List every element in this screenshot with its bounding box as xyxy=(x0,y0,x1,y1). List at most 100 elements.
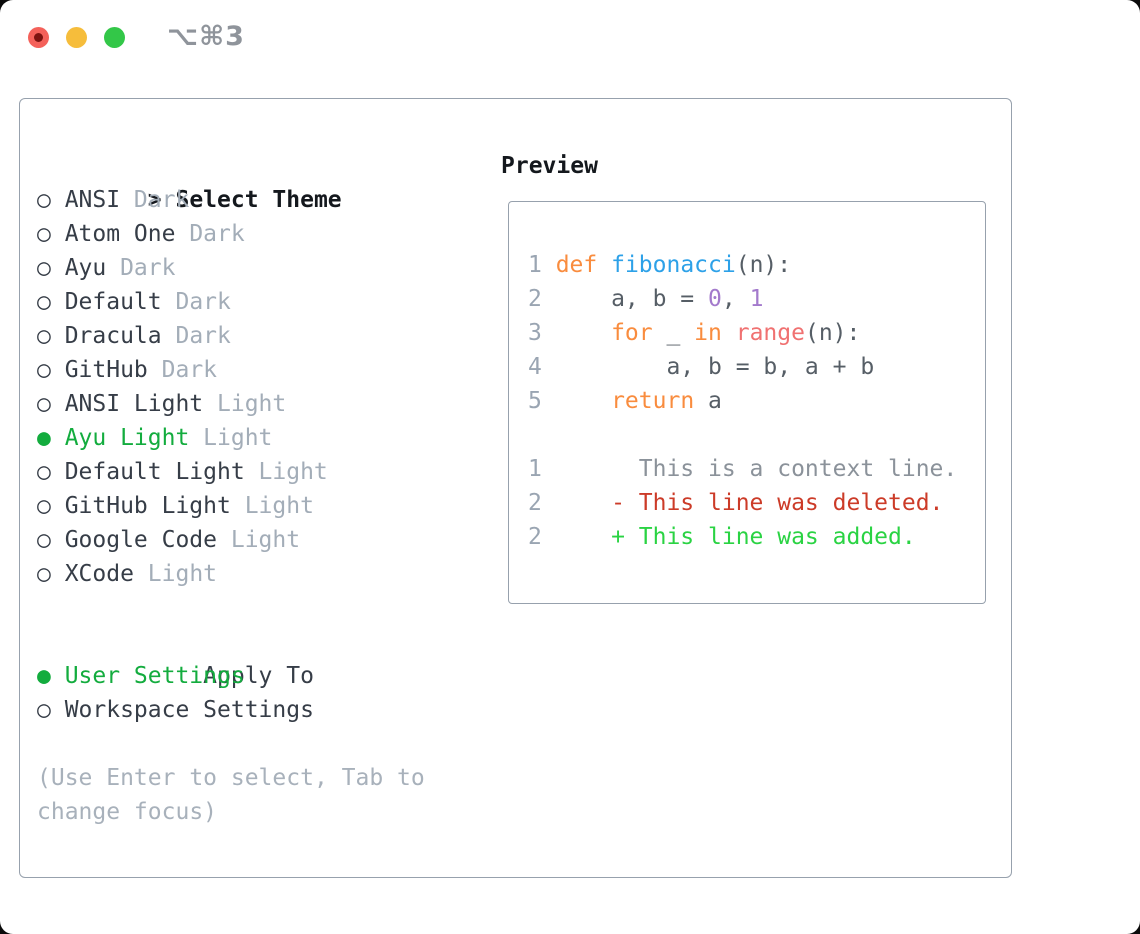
code-token-fg xyxy=(556,388,611,414)
theme-variant-badge: Light xyxy=(203,425,273,451)
line-number: 2 xyxy=(528,524,542,550)
radio-selected-icon: ● xyxy=(37,663,51,689)
code-token-function: fibonacci xyxy=(611,252,736,278)
line-number: 2 xyxy=(528,286,542,312)
theme-name: GitHub Light xyxy=(64,493,231,519)
theme-option[interactable]: ● Ayu Light Light xyxy=(37,421,425,455)
theme-name: Ayu Light xyxy=(64,425,190,451)
diff-line-added: 2 + This line was added. xyxy=(528,520,957,554)
radio-unselected-icon: ○ xyxy=(37,527,51,553)
radio-unselected-icon: ○ xyxy=(37,221,51,247)
close-button[interactable] xyxy=(28,27,49,48)
radio-unselected-icon: ○ xyxy=(37,459,51,485)
theme-variant-badge: Light xyxy=(258,459,328,485)
line-number: 4 xyxy=(528,354,542,380)
theme-option[interactable]: ○ Default Light Light xyxy=(37,455,425,489)
radio-unselected-icon: ○ xyxy=(37,187,51,213)
minimize-button[interactable] xyxy=(66,27,87,48)
theme-variant-badge: Dark xyxy=(133,187,190,213)
apply-to-header: Apply To xyxy=(37,625,425,689)
code-token-fg: (n): xyxy=(804,320,861,346)
line-number: 1 xyxy=(528,252,542,278)
radio-unselected-icon: ○ xyxy=(37,493,51,519)
theme-variant-badge: Light xyxy=(230,527,301,553)
theme-option[interactable]: ○ GitHub Dark xyxy=(37,353,425,387)
theme-variant-badge: Dark xyxy=(175,323,231,349)
theme-variant-badge: Light xyxy=(217,391,287,417)
code-token-keyword: return xyxy=(611,388,695,414)
theme-variant-badge: Light xyxy=(244,493,314,519)
theme-name: Default xyxy=(64,289,162,315)
theme-name: Atom One xyxy=(64,221,176,247)
keyboard-hint: (Use Enter to select, Tab to change focus… xyxy=(37,761,425,829)
theme-option[interactable]: ○ GitHub Light Light xyxy=(37,489,425,523)
code-token-fg: (n): xyxy=(735,252,792,278)
code-token-fg xyxy=(597,252,611,278)
apply-to-option[interactable]: ○Workspace Settings xyxy=(37,693,425,727)
code-token-fg xyxy=(722,320,736,346)
diff-text: + This line was added. xyxy=(555,524,916,550)
theme-list-header: > Select Theme xyxy=(37,149,425,213)
diff-text: - This line was deleted. xyxy=(555,490,944,516)
diff-line-deleted: 2 - This line was deleted. xyxy=(528,486,957,520)
code-token-keyword: in xyxy=(694,320,722,346)
theme-variant-badge: Dark xyxy=(161,357,218,383)
code-token-number: 1 xyxy=(749,286,764,312)
apply-to-header-label: Apply To xyxy=(203,663,314,689)
focus-cursor-icon: > xyxy=(147,187,162,213)
theme-variant-badge: Dark xyxy=(175,289,231,315)
theme-variant-badge: Dark xyxy=(120,255,176,281)
theme-variant-badge: Light xyxy=(147,561,218,587)
diff-snippet: 1 This is a context line. 2 - This line w… xyxy=(528,452,957,554)
code-token-number: 0 xyxy=(708,286,722,312)
radio-unselected-icon: ○ xyxy=(37,357,51,383)
code-token-special: range xyxy=(735,320,805,346)
apply-to-options: ● User Settings ○Workspace Settings xyxy=(37,659,425,727)
theme-list-header-label: Select Theme xyxy=(175,187,342,213)
line-number: 1 xyxy=(528,456,542,482)
apply-to-option[interactable]: ● User Settings xyxy=(37,659,425,693)
zoom-button[interactable] xyxy=(104,27,125,48)
radio-unselected-icon: ○ xyxy=(37,391,51,417)
code-token-fg xyxy=(556,320,611,346)
code-line: 2 a, b = 0, 1 xyxy=(528,282,957,316)
keyboard-hint-line: (Use Enter to select, Tab to xyxy=(37,765,425,791)
code-line: 5 return a xyxy=(528,384,957,418)
theme-option[interactable]: ○ ANSI Light Light xyxy=(37,387,425,421)
radio-selected-icon: ● xyxy=(37,425,51,451)
apply-to-option-label: Workspace Settings xyxy=(64,697,314,723)
theme-name: GitHub xyxy=(64,357,148,383)
code-token-fg: a, b = b, a + b xyxy=(555,354,875,380)
code-token-keyword: def xyxy=(555,252,598,278)
diff-text: This is a context line. xyxy=(555,456,958,482)
line-number: 5 xyxy=(528,388,542,414)
theme-name: Ayu xyxy=(64,255,107,281)
radio-unselected-icon: ○ xyxy=(37,561,51,587)
apply-to-option-label: User Settings xyxy=(64,663,245,689)
preview-header: Preview xyxy=(501,153,598,179)
keyboard-hint-line: change focus) xyxy=(37,799,218,825)
code-line: 3 for _ in range(n): xyxy=(528,316,957,350)
theme-name: Default Light xyxy=(64,459,245,485)
theme-name: ANSI Light xyxy=(64,391,204,417)
code-token-fg: a, b = xyxy=(555,286,709,312)
line-number: 2 xyxy=(528,490,542,516)
code-token-fg: a xyxy=(708,388,722,414)
theme-variant-badge: Dark xyxy=(189,221,245,247)
code-token-fg: , xyxy=(721,286,750,312)
code-line: 4 a, b = b, a + b xyxy=(528,350,957,384)
theme-name: Dracula xyxy=(64,323,162,349)
theme-option[interactable]: ○ Atom One Dark xyxy=(37,217,425,251)
